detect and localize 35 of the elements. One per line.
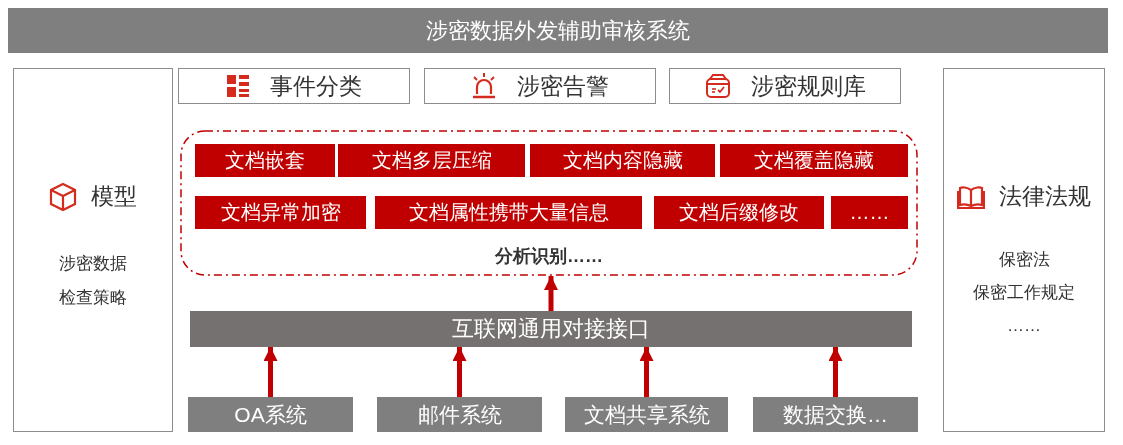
tag-box: 文档后缀修改 — [654, 196, 824, 229]
arrow — [639, 347, 654, 397]
arrow — [263, 347, 278, 397]
side-panel — [13, 68, 173, 432]
body-text: 涉密数据检查策略 — [58, 253, 128, 309]
tag-box: 文档多层压缩 — [338, 144, 525, 177]
tag-box: 文档属性携带大量信息 — [375, 196, 642, 229]
heading-text: 模型 — [91, 182, 137, 211]
category-box — [424, 68, 656, 104]
heading-text: 涉密规则库 — [750, 71, 866, 101]
arrow — [544, 276, 558, 311]
dashed-group-box — [180, 130, 918, 276]
side-panel — [943, 68, 1105, 432]
heading-text: 事件分类 — [270, 71, 362, 101]
tag-box: 文档嵌套 — [195, 144, 335, 177]
arrow — [452, 347, 467, 397]
caption-text: 分析识别…… — [494, 245, 604, 268]
tag-box: …… — [831, 196, 908, 229]
body-text: 保密工作规定 — [973, 282, 1075, 304]
title-bar: 涉密数据外发辅助审核系统 — [8, 8, 1108, 53]
system-box: 文档共享系统 — [565, 397, 728, 432]
interface-bar: 互联网通用对接接口 — [190, 311, 912, 347]
body-text: …… — [1007, 315, 1041, 337]
system-box: 数据交换… — [753, 397, 918, 432]
heading-text: 涉密告警 — [517, 71, 609, 101]
category-box — [178, 68, 410, 104]
category-box — [669, 68, 901, 104]
body-text: 保密法 — [998, 249, 1050, 271]
arrow — [828, 347, 843, 397]
tag-box: 文档异常加密 — [195, 196, 366, 229]
heading-text: 法律法规 — [999, 182, 1091, 211]
system-box: 邮件系统 — [377, 397, 542, 432]
tag-box: 文档覆盖隐藏 — [720, 144, 908, 177]
system-box: OA系统 — [188, 397, 353, 432]
tag-box: 文档内容隐藏 — [530, 144, 715, 177]
